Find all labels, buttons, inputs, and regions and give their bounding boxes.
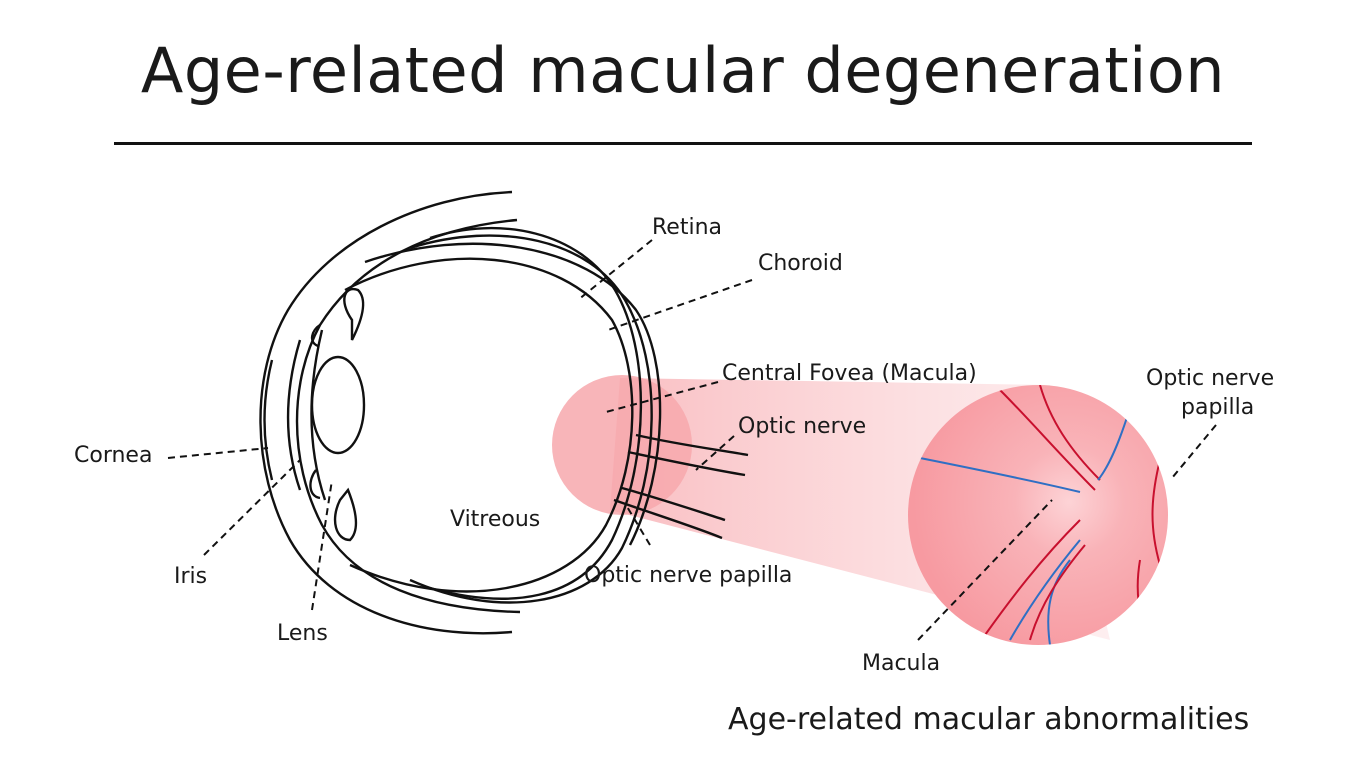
optic-nerve-outline (613, 433, 749, 540)
label-retina: Retina (652, 215, 722, 240)
label-choroid: Choroid (758, 251, 843, 276)
label-optic-nerve-papilla-zoom-2: papilla (1181, 395, 1254, 420)
page-title: Age-related macular degeneration (140, 34, 1226, 107)
label-optic-nerve-papilla-zoom-1: Optic nerve (1146, 366, 1274, 391)
leader-lines (167, 239, 1217, 641)
label-iris: Iris (174, 564, 207, 589)
label-lens: Lens (277, 621, 328, 646)
diagram-caption: Age-related macular abnormalities (728, 702, 1250, 737)
label-optic-nerve-papilla: Optic nerve papilla (584, 563, 792, 588)
label-macula: Macula (862, 651, 940, 676)
macula-highlight (552, 375, 692, 515)
label-optic-nerve: Optic nerve (738, 414, 866, 439)
eyeball-outline (259, 190, 662, 635)
label-cornea: Cornea (74, 443, 152, 468)
label-vitreous: Vitreous (450, 507, 540, 532)
title-divider (114, 142, 1252, 145)
label-central-fovea: Central Fovea (Macula) (722, 361, 977, 386)
